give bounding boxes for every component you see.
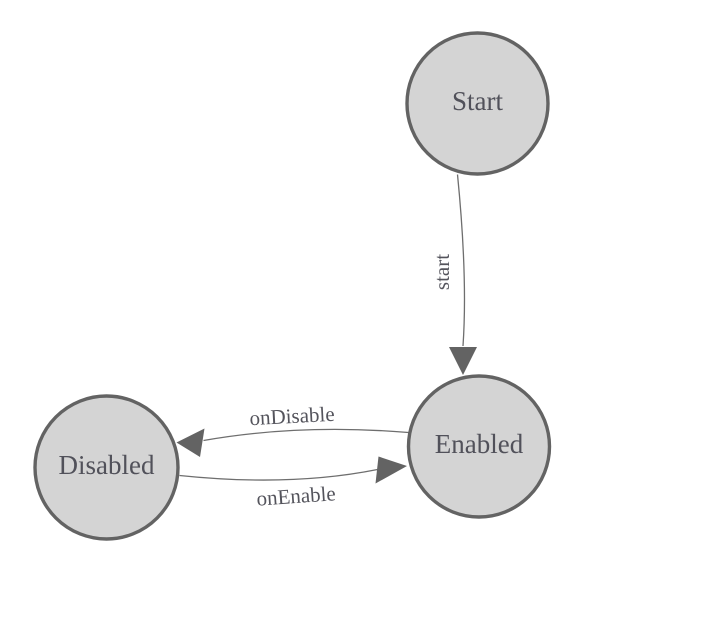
edge-enabled-to-disabled[interactable]: onDisable bbox=[176, 402, 409, 457]
node-enabled-circle[interactable] bbox=[406, 374, 552, 519]
edge-start-to-enabled-line[interactable] bbox=[456, 174, 466, 347]
edge-disabled-to-enabled[interactable]: onEnable bbox=[179, 456, 408, 511]
node-enabled-label: Enabled bbox=[435, 429, 524, 459]
edge-disabled-to-enabled-arrowhead-icon bbox=[375, 456, 407, 484]
node-start-circle[interactable] bbox=[405, 31, 550, 176]
node-disabled-circle[interactable] bbox=[33, 394, 180, 541]
node-enabled[interactable]: Enabled bbox=[406, 374, 552, 519]
node-disabled-label: Disabled bbox=[59, 450, 155, 480]
edge-start-to-enabled-arrowhead-icon bbox=[449, 347, 477, 375]
node-start-label: Start bbox=[452, 86, 503, 116]
edge-disabled-to-enabled-line[interactable] bbox=[179, 468, 378, 481]
node-start[interactable]: Start bbox=[405, 31, 550, 176]
edge-label-start: start bbox=[430, 254, 454, 290]
edge-enabled-to-disabled-line[interactable] bbox=[203, 428, 409, 442]
edge-start-to-enabled[interactable]: start bbox=[430, 174, 477, 376]
edge-enabled-to-disabled-arrowhead-icon bbox=[176, 428, 205, 457]
edge-label-ondisable: onDisable bbox=[249, 402, 335, 430]
node-disabled[interactable]: Disabled bbox=[33, 394, 180, 541]
edge-label-onenable: onEnable bbox=[256, 481, 337, 510]
